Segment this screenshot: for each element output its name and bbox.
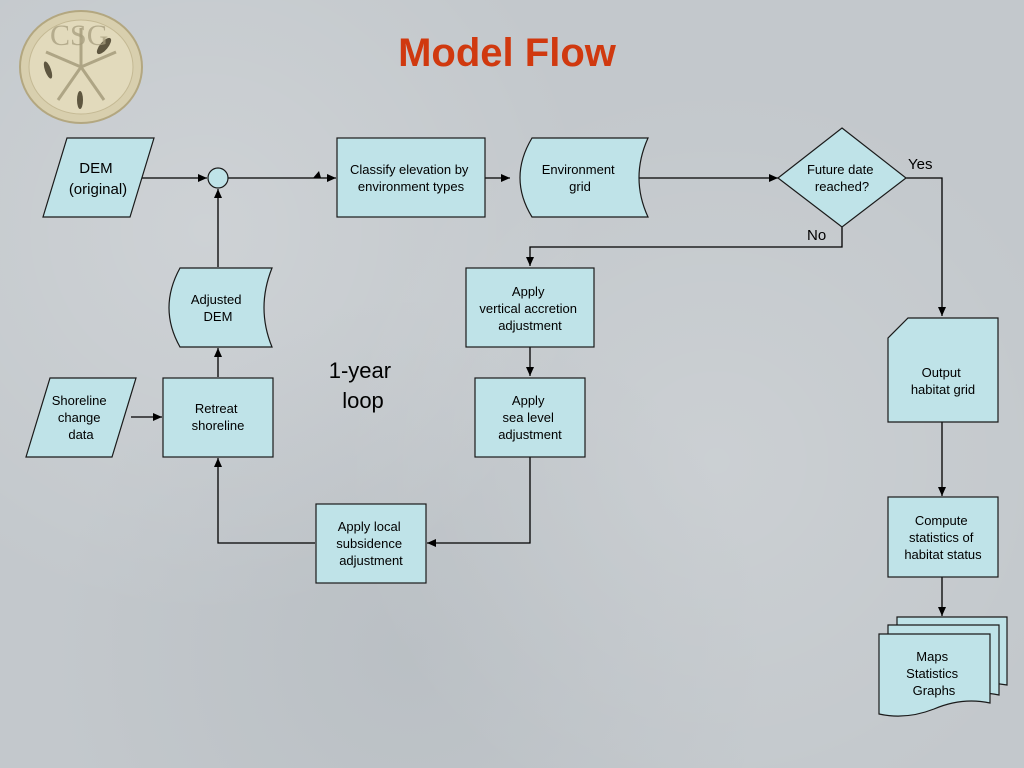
arrow-sealevel-to-subsidence xyxy=(427,457,531,547)
classify-node: Classify elevation by environment types xyxy=(336,137,486,218)
svg-text:Maps Statistics Gr: Maps Statistics Graphs xyxy=(906,649,962,698)
subsidence-node: Apply local subsidence adjustment xyxy=(315,503,427,584)
arrow-no-to-accretion xyxy=(526,227,843,266)
output-habitat-grid-node: Output habitat grid xyxy=(887,317,999,423)
page-title: Model Flow xyxy=(398,31,617,75)
maps-statistics-graphs-node: Maps Statistics Graphs xyxy=(878,616,1008,717)
summing-junction xyxy=(207,167,229,189)
yes-label: Yes xyxy=(908,156,932,173)
svg-text:DEM (original): DEM (original) xyxy=(69,160,127,198)
future-date-decision: Future date reached? xyxy=(777,127,907,228)
svg-text:Apply vertical accretion: Apply vertical accretion adjustment xyxy=(479,284,580,333)
connectors xyxy=(131,171,946,616)
dem-original-node: DEM (original) xyxy=(42,137,155,218)
svg-text:Output habitat grid: Output habitat grid xyxy=(911,365,975,397)
compute-statistics-node: Compute statistics of habitat status xyxy=(887,496,999,578)
svg-text:Environment grid: Environment grid xyxy=(542,162,619,194)
svg-text:Future date reached?: Future date reached? xyxy=(807,162,877,194)
svg-text:Apply local subsidence: Apply local subsidence adjustment xyxy=(336,519,405,568)
vertical-accretion-node: Apply vertical accretion adjustment xyxy=(465,267,595,348)
svg-text:Compute statistics of: Compute statistics of habitat status xyxy=(904,513,982,562)
sea-level-node: Apply sea level adjustment xyxy=(474,377,586,458)
sand-dollar-logo: CSG xyxy=(19,10,143,124)
svg-text:Retreat shoreline: Retreat shoreline xyxy=(192,401,245,433)
shoreline-change-node: Shoreline change data xyxy=(25,377,137,458)
arrow-yes-to-output xyxy=(906,177,946,316)
arrow-subsidence-to-retreat xyxy=(214,458,315,544)
no-label: No xyxy=(807,227,826,244)
loop-label: 1-year loop xyxy=(329,358,397,413)
logo-text: CSG xyxy=(50,19,108,52)
svg-text:Classify elevation by en: Classify elevation by environment types xyxy=(350,162,472,194)
adjusted-dem-node: Adjusted DEM xyxy=(168,267,273,348)
svg-text:Apply sea level ad: Apply sea level adjustment xyxy=(498,393,562,442)
svg-text:Adjusted DEM: Adjusted DEM xyxy=(191,292,245,324)
svg-text:Shoreline change d: Shoreline change data xyxy=(52,393,111,442)
retreat-shoreline-node: Retreat shoreline xyxy=(162,377,274,458)
arrow-tick-mark xyxy=(313,171,321,178)
environment-grid-node: Environment grid xyxy=(519,137,649,218)
